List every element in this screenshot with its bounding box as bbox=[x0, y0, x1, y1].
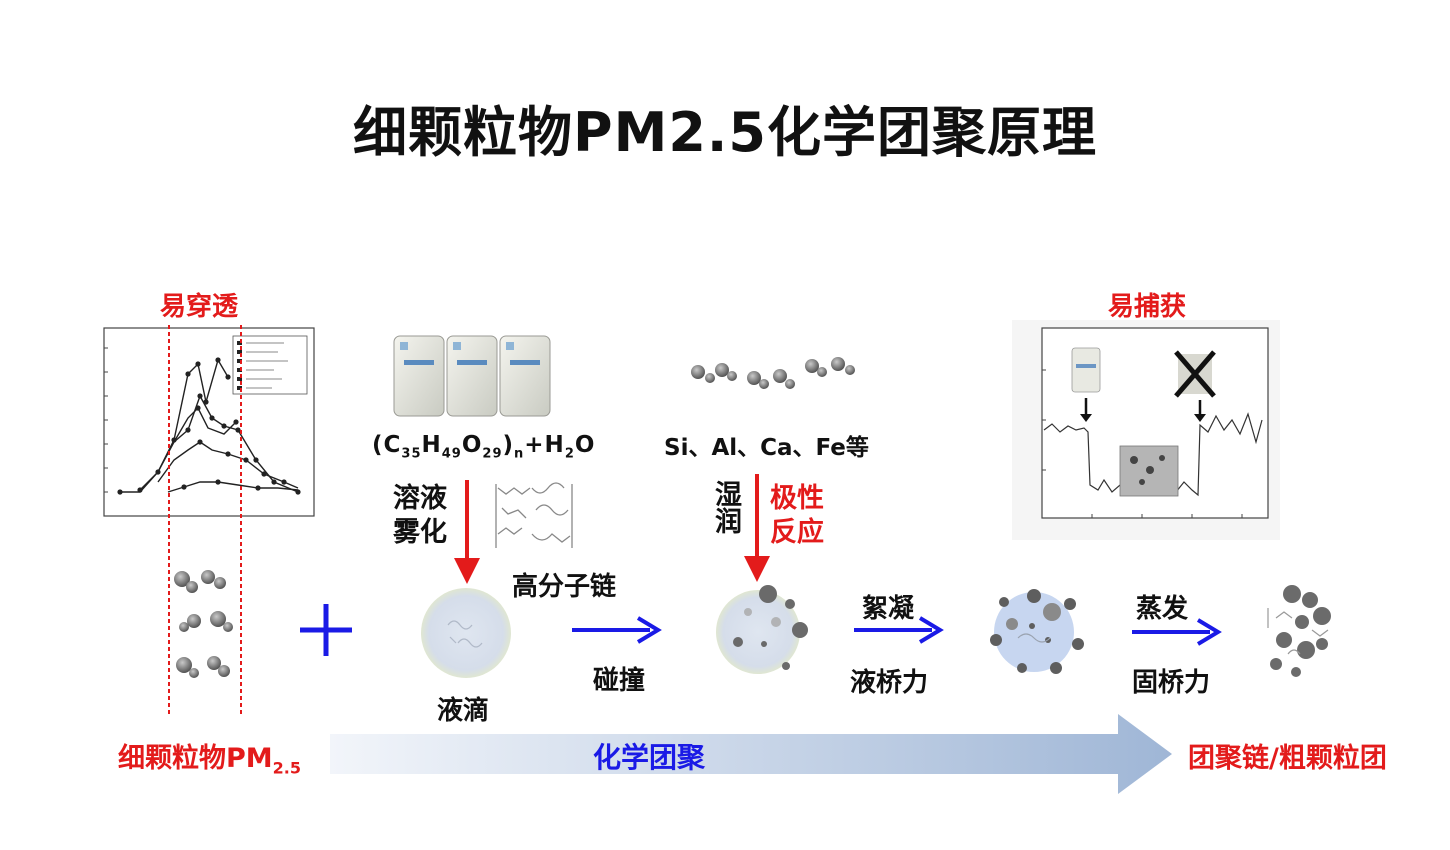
collision-label: 碰撞 bbox=[593, 666, 646, 696]
droplet-icon bbox=[421, 588, 511, 678]
polar-reaction-label: 极性反应 bbox=[770, 483, 824, 548]
liquid-bridge-label: 液桥力 bbox=[850, 668, 929, 698]
flocculation-arrow bbox=[854, 616, 944, 644]
spray-label: 溶液雾化 bbox=[393, 483, 447, 548]
page-title: 细颗粒物PM2.5化学团聚原理 bbox=[353, 101, 1097, 164]
chemical-agglomeration-label: 化学团聚 bbox=[593, 741, 706, 774]
chemical-agglomeration-arrow bbox=[330, 714, 1172, 794]
elements-label: Si、Al、Ca、Fe等 bbox=[664, 435, 869, 461]
size-distribution-chart bbox=[103, 327, 315, 517]
plus-icon bbox=[300, 604, 352, 656]
collision-arrow bbox=[572, 616, 662, 644]
spray-arrow bbox=[454, 480, 480, 584]
capture-time-chart bbox=[1012, 320, 1280, 540]
fine-particle-label: 细颗粒物PM2.5 bbox=[118, 743, 302, 778]
droplet-label: 液滴 bbox=[437, 696, 490, 726]
evaporation-label: 蒸发 bbox=[1136, 594, 1189, 624]
reaction-arrow bbox=[744, 474, 770, 582]
evaporation-arrow bbox=[1132, 618, 1222, 646]
cross-icon bbox=[1174, 350, 1216, 398]
agglomerate-icon bbox=[1267, 585, 1331, 677]
result-label: 团聚链/粗颗粒团 bbox=[1188, 743, 1387, 774]
fine-particles-icon bbox=[174, 570, 233, 678]
polymer-chain-label: 高分子链 bbox=[512, 572, 617, 602]
easy-penetrate-label: 易穿透 bbox=[160, 292, 239, 322]
solid-bridge-label: 固桥力 bbox=[1132, 668, 1211, 698]
flocculation-label: 絮凝 bbox=[862, 594, 915, 624]
wetting-label: 湿润 bbox=[710, 480, 741, 534]
flocculated-droplet-icon bbox=[990, 589, 1084, 674]
easy-capture-label: 易捕获 bbox=[1108, 292, 1187, 322]
agent-bags-icon bbox=[393, 335, 551, 417]
element-particles-icon bbox=[691, 357, 855, 389]
wetted-droplet-icon bbox=[716, 585, 808, 674]
size-range-guides bbox=[168, 325, 242, 717]
polymer-chain-icon bbox=[495, 482, 573, 548]
polymer-formula: (C35H49O29)n+H2O bbox=[372, 432, 596, 462]
